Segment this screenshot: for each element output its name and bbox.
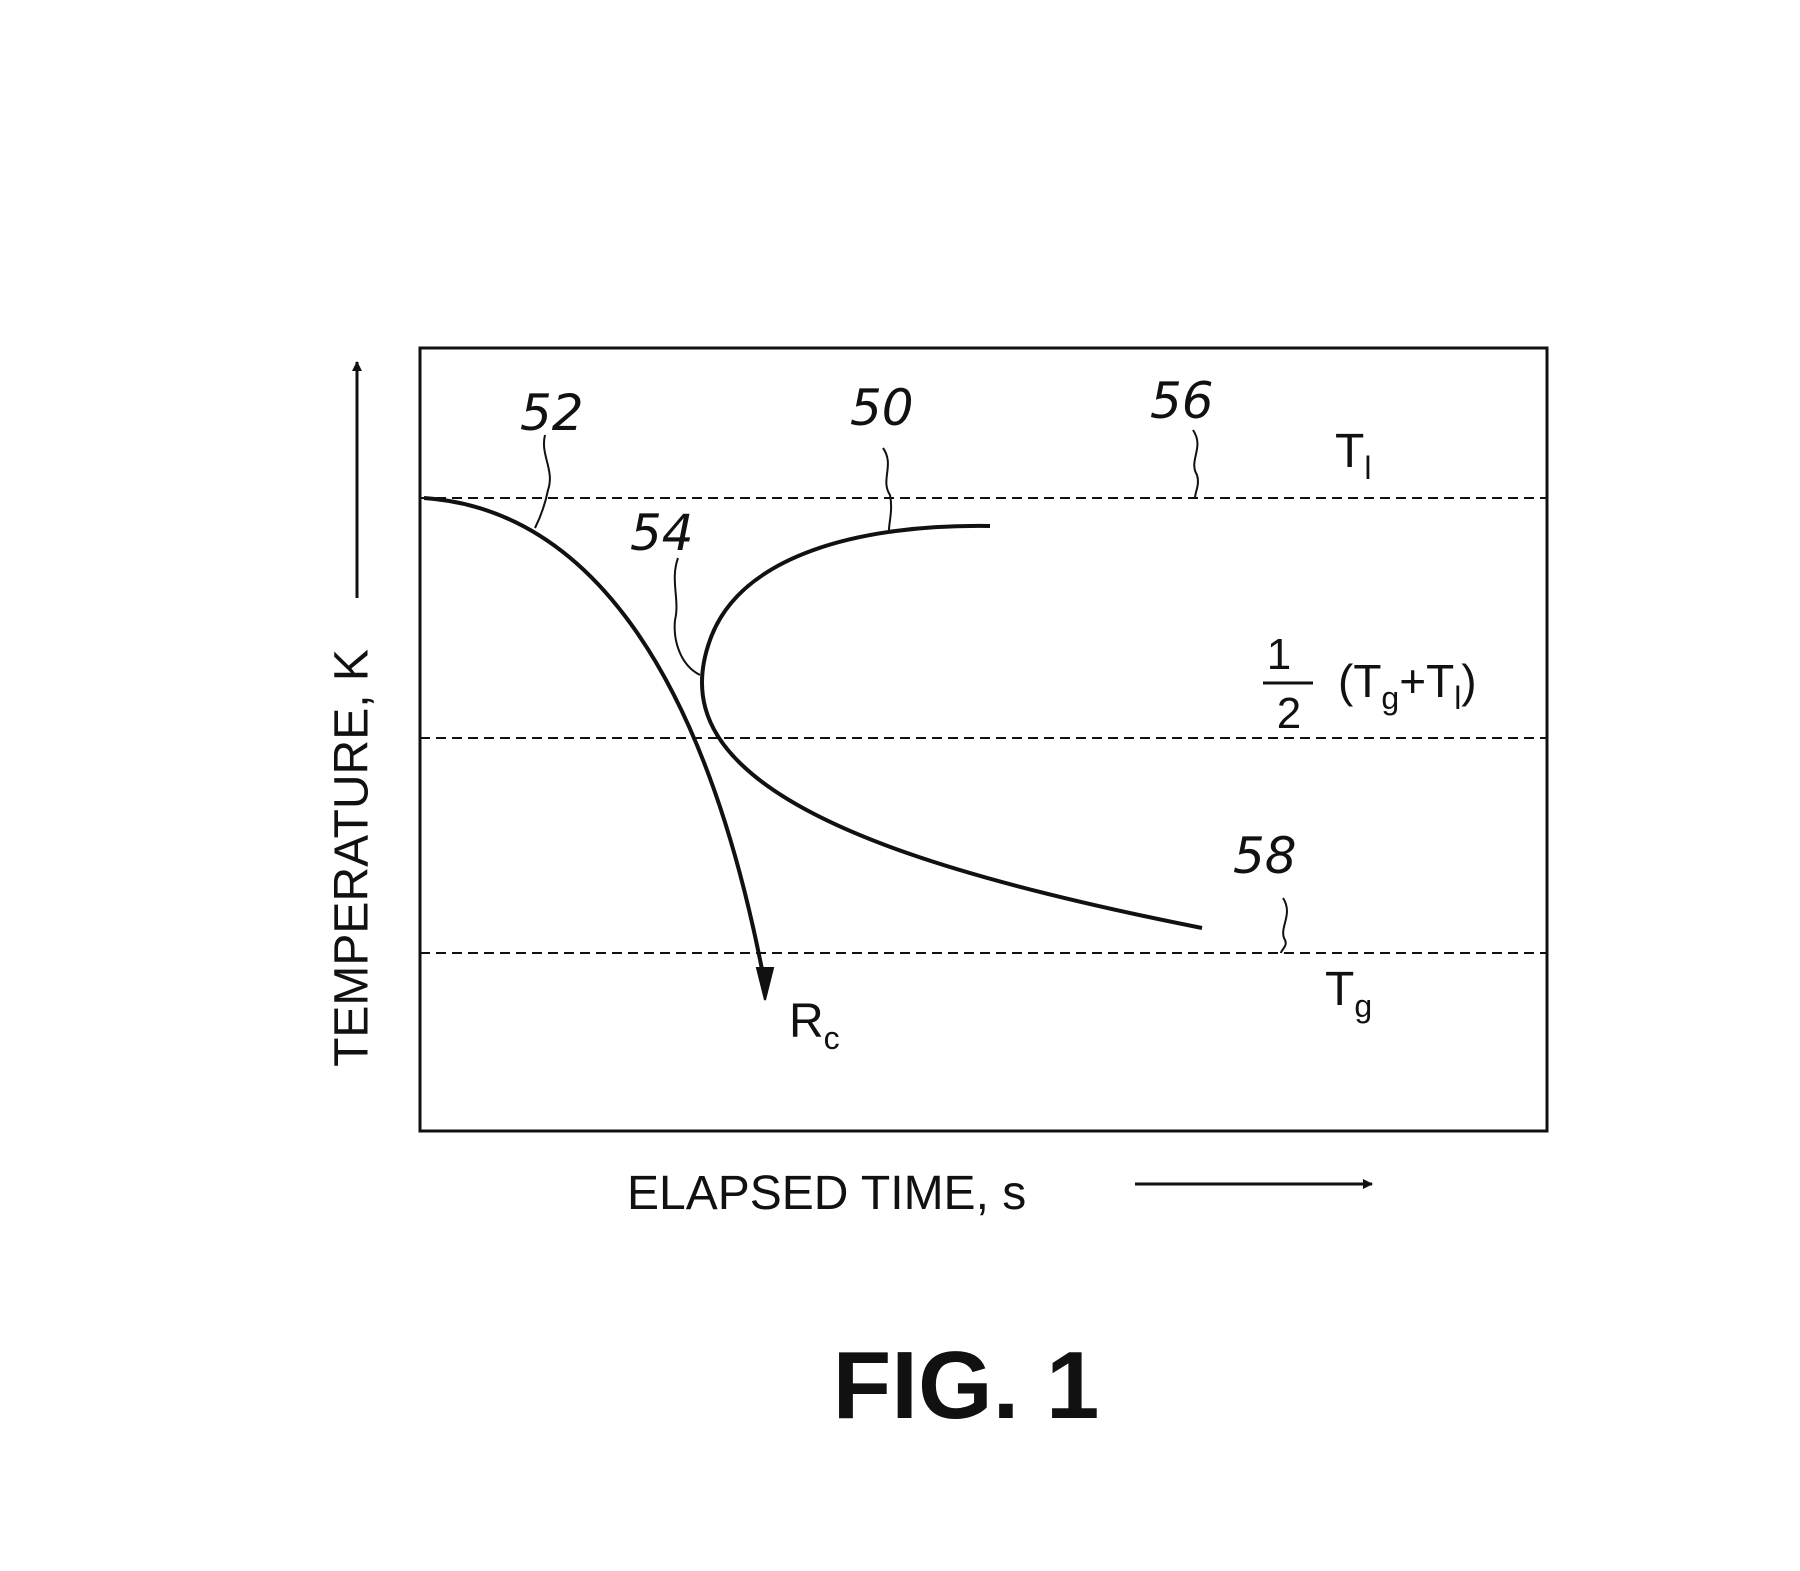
reference-numeral-54: 54 (630, 504, 694, 562)
midpoint-fraction-numerator: 1 (1267, 630, 1291, 679)
reference-numeral-58: 58 (1233, 827, 1297, 885)
midpoint-fraction-denominator: 2 (1277, 689, 1301, 738)
leader-line-50 (883, 448, 891, 530)
y-axis-label: TEMPERATURE, K (326, 649, 379, 1067)
reference-numeral-52: 52 (520, 384, 584, 442)
leader-line-56 (1193, 430, 1198, 498)
leader-line-58 (1281, 898, 1287, 953)
plot-frame (420, 348, 1547, 1131)
nose-curve (702, 526, 1202, 928)
leader-line-54 (675, 558, 700, 675)
liquidus-label: Tl (1335, 425, 1371, 486)
figure-caption: FIG. 1 (833, 1332, 1100, 1439)
critical-cooling-arrowhead (757, 968, 773, 1000)
leader-line-52 (535, 435, 550, 528)
critical-cooling-curve (424, 498, 765, 985)
midpoint-expression: (Tg+Tl) (1338, 655, 1477, 716)
reference-numeral-56: 56 (1150, 372, 1214, 430)
critical-rate-label: Rc (789, 995, 840, 1056)
x-axis-label: ELAPSED TIME, s (627, 1167, 1026, 1220)
reference-numeral-50: 50 (850, 379, 914, 437)
glass-transition-label: Tg (1325, 963, 1372, 1024)
